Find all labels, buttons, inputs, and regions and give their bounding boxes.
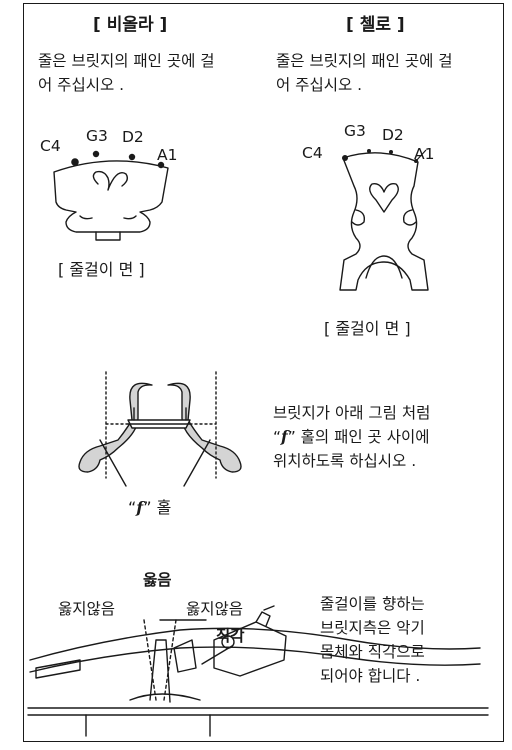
viola-heading: [ 비올라 ] [93, 15, 168, 35]
bridge-label-leaders [415, 149, 427, 162]
viola-instruction-line1: 줄은 브릿지의 패인 곳에 걸 [38, 52, 215, 70]
cello-instruction-line2: 어 주십시오 . [276, 76, 363, 94]
angle-text-line4: 되어야 합니다 . [320, 667, 421, 685]
viola-string-label-d2: D2 [122, 128, 144, 146]
f-hole-text-line2: “f” 홀의 패인 곳 사이에 [273, 427, 430, 446]
cello-string-label-d2: D2 [382, 126, 404, 144]
f-hole-text-line1: 브릿지가 아래 그림 처럼 [273, 404, 431, 422]
viola-caption: [ 줄걸이 면 ] [58, 260, 145, 279]
angle-text-line3: 몸체와 직각으로 [320, 643, 425, 661]
f-hole-illustration [78, 371, 242, 487]
f-hole-caption: “f” 홀 [128, 498, 172, 517]
angle-text-line2: 브릿지측은 악기 [320, 619, 425, 637]
cello-caption: [ 줄걸이 면 ] [324, 319, 411, 338]
viola-string-label-g3: G3 [86, 127, 108, 145]
correct-label: 옳음 [143, 571, 172, 589]
cello-instruction-line1: 줄은 브릿지의 패인 곳에 걸 [276, 52, 453, 70]
cello-string-label-a1: A1 [414, 145, 435, 163]
f-hole-text-line3: 위치하도록 하십시오 . [273, 452, 417, 470]
bridge-angle-illustration [27, 605, 489, 737]
cello-string-label-c4: C4 [302, 144, 323, 162]
cello-bridge-illustration [339, 152, 429, 291]
viola-bridge-illustration [53, 160, 169, 241]
page-frame [23, 3, 504, 742]
viola-instruction-line2: 어 주십시오 . [38, 76, 125, 94]
right-angle-label: 직각 [216, 627, 245, 645]
wrong-label-right: 옳지않음 [186, 600, 244, 618]
wrong-label-left: 옳지않음 [58, 600, 116, 618]
string-notches [71, 149, 418, 169]
viola-string-label-c4: C4 [40, 137, 61, 155]
viola-string-label-a1: A1 [157, 146, 178, 164]
cello-string-label-g3: G3 [344, 122, 366, 140]
cello-heading: [ 첼로 ] [346, 15, 405, 35]
angle-text-line1: 줄걸이를 향하는 [320, 595, 425, 613]
